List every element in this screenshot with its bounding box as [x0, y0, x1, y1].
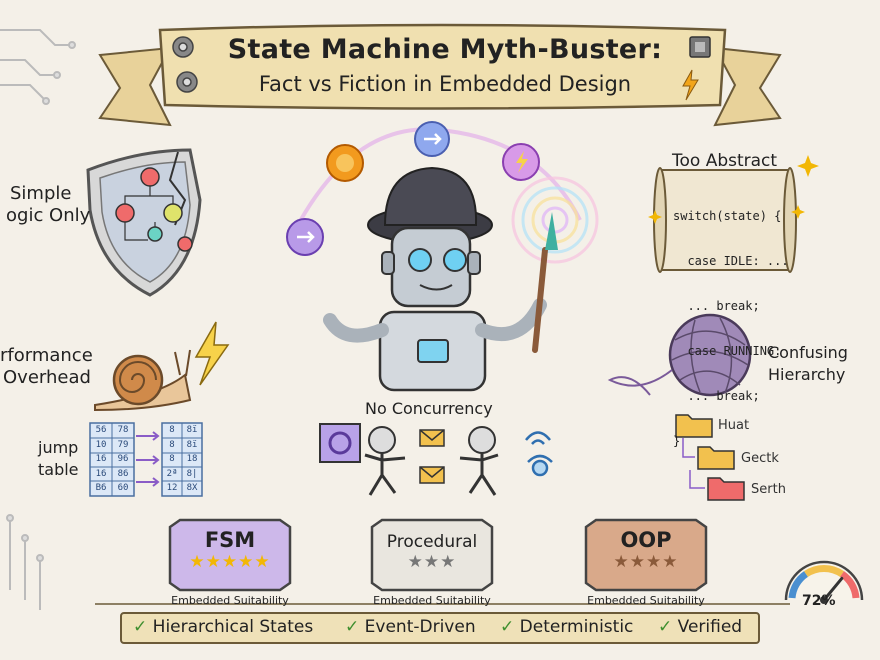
jump-table-cell: 16	[95, 468, 107, 479]
snail-icon	[94, 349, 192, 412]
myth-performance-line2: Overhead	[3, 367, 91, 388]
code-line: }	[673, 434, 681, 448]
gear-icon	[172, 36, 198, 93]
jump-table-cell: 86	[117, 468, 129, 479]
gauge-value: 72%	[802, 593, 836, 609]
concurrency-scene	[319, 423, 499, 496]
lightning-icon	[682, 69, 699, 101]
checkmark-icon: ✓	[500, 617, 515, 637]
checkmark-icon: ✓	[658, 617, 673, 637]
jump-table-cell: 8	[169, 454, 175, 464]
myth-performance: rformance Overhead	[0, 345, 93, 389]
feature-item: ✓ Hierarchical States	[133, 617, 313, 637]
jump-table-cell: 8ï	[186, 439, 198, 450]
folder-label: Huat	[718, 418, 750, 433]
myth-too-abstract: Too Abstract	[672, 151, 778, 171]
jump-table-cell: 60	[117, 483, 129, 493]
star-rating: ★★★★★	[189, 552, 271, 572]
code-line: ... break;	[673, 389, 760, 403]
yarn-ball-icon	[607, 313, 752, 397]
folder-label: Serth	[751, 482, 786, 497]
jump-table-cell: 12	[166, 483, 178, 493]
jump-table-cell: 8	[169, 425, 175, 435]
wifi-icon	[525, 431, 553, 477]
title-banner	[98, 23, 782, 127]
myth-no-concurrency: No Concurrency	[365, 399, 493, 418]
myth-confusing-hierarchy-line2: Hierarchy	[768, 365, 846, 384]
page-title: State Machine Myth-Buster:	[227, 34, 663, 65]
page-subtitle: Fact vs Fiction in Embedded Design	[258, 72, 632, 96]
jump-table-cell: 18	[186, 454, 198, 464]
lightning-icon	[194, 321, 230, 386]
jump-table-cell: 8ï	[186, 425, 198, 435]
jump-table-graphic	[89, 422, 203, 497]
jump-table-cell: 8|	[186, 468, 198, 479]
circuit-traces	[0, 29, 76, 610]
jump-table-cell: B6	[95, 483, 107, 493]
suitability-label: Embedded Suitability	[171, 594, 289, 607]
gauge-icon	[784, 560, 864, 604]
folder-icon	[675, 414, 745, 501]
feature-item: ✓ Deterministic	[500, 617, 633, 637]
jump-table-cell: 8	[169, 439, 175, 450]
myth-jump-table-line2: table	[38, 460, 79, 479]
sparkle-icon	[648, 155, 819, 224]
robot-juggler	[323, 166, 558, 392]
star-rating: ★★★★	[613, 552, 679, 572]
suitability-label: Embedded Suitability	[587, 594, 705, 607]
jump-table-cell: 10	[95, 439, 107, 450]
feature-label: Deterministic	[519, 617, 634, 637]
feature-label: Event-Driven	[364, 617, 476, 637]
juggle-orbs	[286, 121, 540, 256]
myth-confusing-hierarchy: Confusing Hierarchy	[768, 342, 848, 386]
jump-table-cell: 78	[117, 425, 129, 435]
folder-label: Gectk	[741, 451, 779, 466]
myth-simple-logic-line2: ogic Only	[6, 205, 91, 226]
paradigm-badge-fsm: FSM ★★★★★	[174, 524, 286, 584]
paradigm-name: Procedural	[386, 532, 478, 552]
checkmark-icon: ✓	[133, 617, 148, 637]
code-line: switch(state) {	[673, 209, 782, 223]
paradigm-badge-procedural: Procedural ★★★	[376, 524, 488, 584]
myth-jump-table-line1: jump	[38, 438, 79, 457]
feature-item: ✓ Event-Driven	[345, 617, 476, 637]
jump-table-cell: 2ª	[166, 468, 178, 479]
code-scroll	[653, 167, 797, 273]
suitability-label: Embedded Suitability	[373, 594, 491, 607]
paradigm-name: OOP	[620, 528, 672, 552]
myth-confusing-hierarchy-line1: Confusing	[768, 343, 848, 362]
myth-jump-table: jump table	[38, 437, 79, 481]
myth-simple-logic-line1: Simple	[10, 183, 72, 204]
chip-icon	[689, 36, 711, 58]
jump-table-cell: 79	[117, 439, 129, 450]
feature-label: Hierarchical States	[152, 617, 314, 637]
jump-table-cell: 96	[117, 454, 129, 464]
envelope-icon	[419, 429, 445, 484]
checkmark-icon: ✓	[345, 617, 360, 637]
jump-table-cell: 56	[95, 425, 107, 435]
code-snippet: switch(state) { case IDLE: ... ... break…	[673, 179, 789, 464]
code-line: ... break;	[673, 299, 760, 313]
jump-table-cell: 8X	[186, 483, 198, 493]
feature-item: ✓ Verified	[658, 617, 742, 637]
myth-performance-line1: rformance	[0, 345, 93, 366]
jump-table-cell: 16	[95, 454, 107, 464]
paradigm-badge-oop: OOP ★★★★	[590, 524, 702, 584]
features-strip	[120, 612, 760, 644]
myth-simple-logic: Simple ogic Only	[6, 183, 90, 227]
badge-frames	[168, 518, 708, 592]
shield-icon	[86, 148, 202, 297]
code-line: case IDLE: ...	[673, 254, 789, 268]
magic-swirl	[511, 176, 599, 264]
star-rating: ★★★	[407, 552, 457, 572]
feature-label: Verified	[677, 617, 743, 637]
paradigm-name: FSM	[204, 528, 256, 552]
code-line: case RUNNING:	[673, 344, 782, 358]
